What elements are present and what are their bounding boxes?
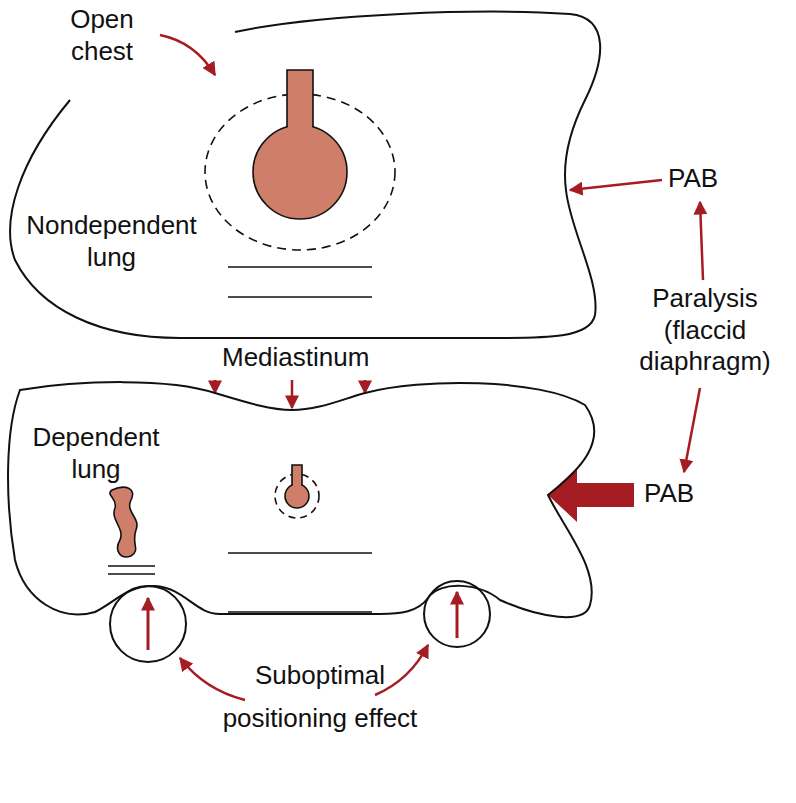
volume-line bbox=[228, 266, 372, 268]
volume-line bbox=[228, 552, 372, 554]
annotation-label: PAB bbox=[644, 478, 694, 510]
outline-group bbox=[8, 382, 594, 617]
annotation-label: Open chest bbox=[52, 4, 152, 67]
mediastinum-arrow bbox=[214, 380, 217, 393]
bronchus bbox=[292, 465, 302, 490]
leader-arrow bbox=[700, 202, 703, 280]
lung-region: Dependent lung bbox=[0, 372, 620, 634]
bronchus-join bbox=[293, 482, 301, 488]
pressure-arrow bbox=[456, 592, 459, 638]
leader-arrow bbox=[160, 35, 215, 75]
support-roll bbox=[110, 586, 186, 662]
mediastinum-arrow bbox=[291, 380, 294, 408]
collapsed-lung bbox=[110, 487, 137, 557]
annotation-label: Paralysis (flaccid diaphragm) bbox=[632, 283, 778, 378]
leader-arrow bbox=[180, 658, 245, 700]
annotation-label: PAB bbox=[668, 163, 718, 195]
thick-pressure-arrow bbox=[548, 468, 634, 522]
region-label: Nondependent lung bbox=[4, 210, 219, 273]
pressure-arrow bbox=[570, 180, 662, 190]
annotation-label: Mediastinum bbox=[222, 342, 369, 374]
pressure-arrow bbox=[147, 598, 150, 650]
leader-arrow bbox=[684, 388, 700, 472]
lung-outline bbox=[0, 372, 620, 634]
bronchus bbox=[287, 70, 313, 135]
alveolus bbox=[253, 125, 347, 219]
volume-line bbox=[228, 296, 372, 298]
volume-line bbox=[108, 565, 155, 567]
mediastinum-arrow bbox=[364, 380, 367, 393]
lung-outline-path bbox=[8, 382, 594, 617]
annotation-label: Suboptimal positioning effect bbox=[222, 654, 418, 740]
volume-line bbox=[228, 611, 372, 613]
volume-line bbox=[108, 573, 155, 575]
bronchus-join bbox=[288, 118, 312, 130]
region-label: Dependent lung bbox=[16, 422, 176, 485]
